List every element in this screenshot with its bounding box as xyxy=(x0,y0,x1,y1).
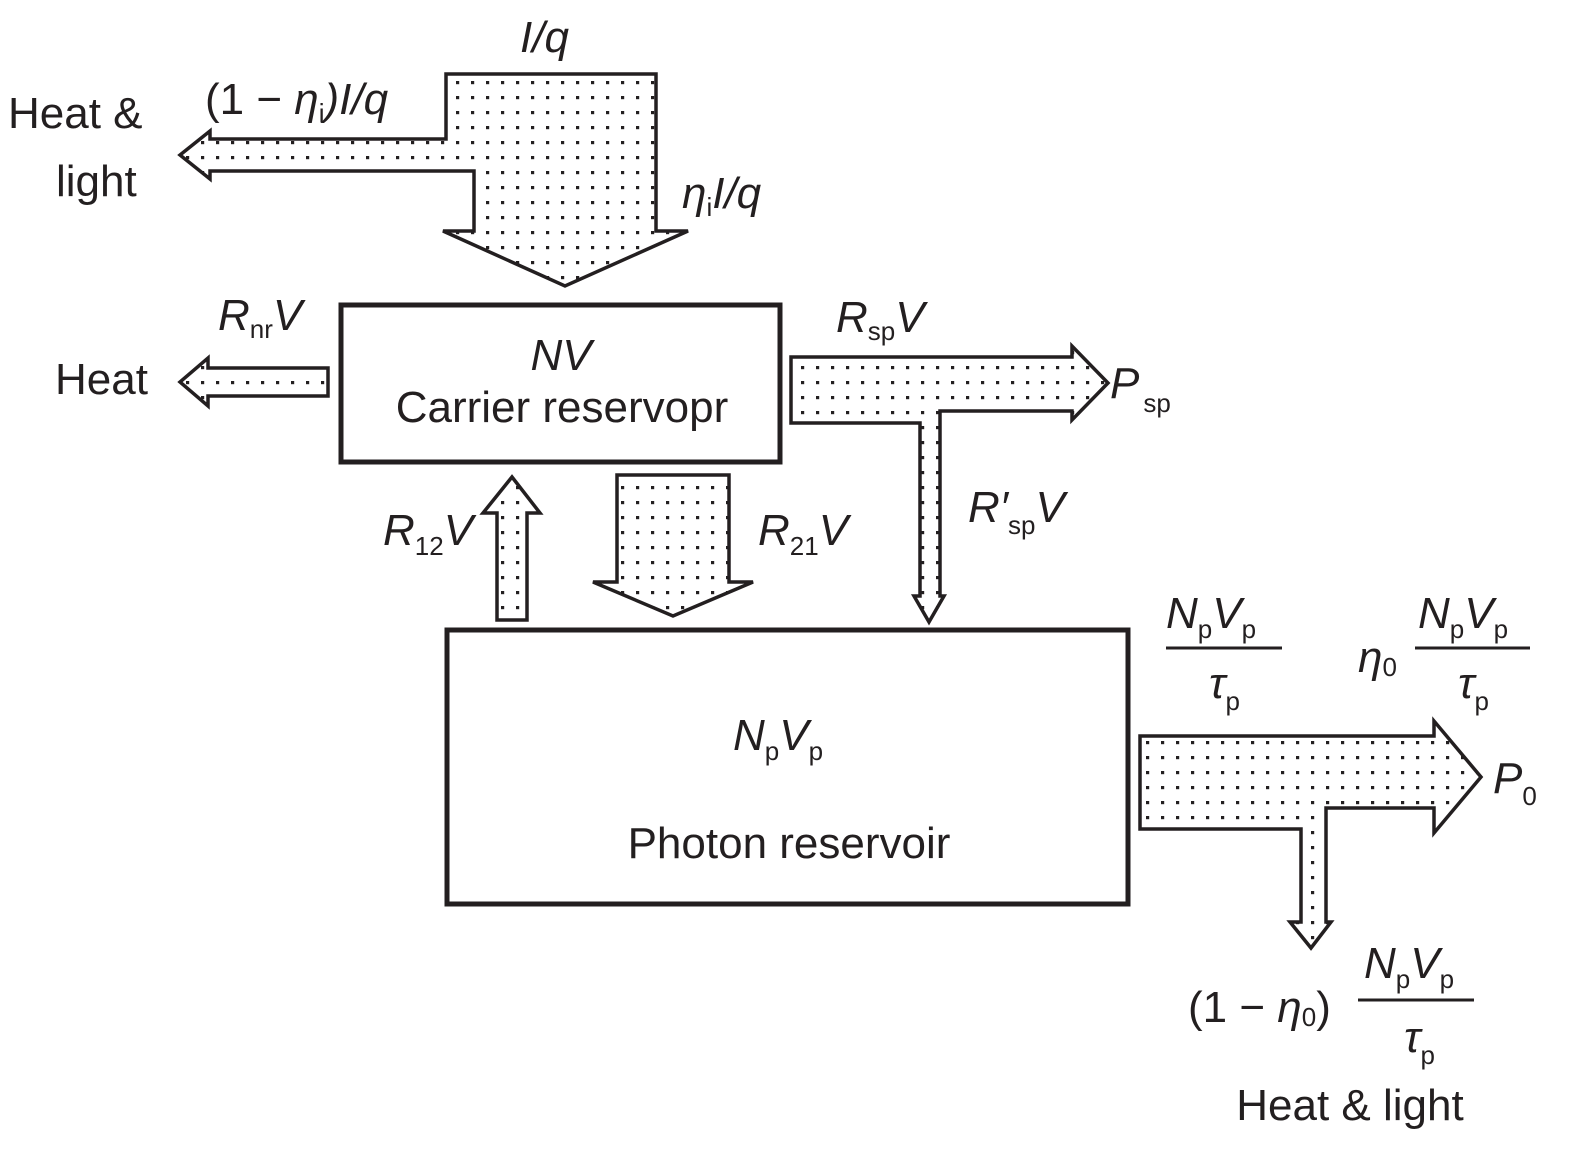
photon-loss-numerator: NpVp xyxy=(1166,589,1256,644)
photon-reservoir-label: Photon reservoir xyxy=(628,819,951,868)
nonradiative-arrow xyxy=(177,354,330,410)
output-numerator: NpVp xyxy=(1418,589,1508,644)
output-arrow xyxy=(1138,716,1484,951)
nonradiative-label: RnrV xyxy=(218,291,306,344)
spontaneous-arrow xyxy=(789,341,1111,626)
injected-label: ηiI/q xyxy=(682,169,762,222)
nonradiative-destination: Heat xyxy=(55,355,148,404)
carrier-reservoir-label: Carrier reservopr xyxy=(396,383,729,432)
stimulated-arrow xyxy=(592,473,754,618)
internal-loss-destination: Heat & light xyxy=(1236,1081,1463,1130)
internal-loss-denominator: τp xyxy=(1404,1013,1435,1070)
photon-loss-denominator: τp xyxy=(1209,659,1240,716)
internal-loss-coefficient: (1 − η0) xyxy=(1188,983,1331,1032)
spontaneous-label: RspV xyxy=(836,293,928,346)
output-destination: P0 xyxy=(1493,754,1537,811)
stimulated-label: R21V xyxy=(758,506,852,561)
injection-arrow xyxy=(177,72,689,288)
absorption-arrow xyxy=(479,474,544,622)
carrier-symbol: NV xyxy=(530,331,595,380)
internal-loss-numerator: NpVp xyxy=(1364,939,1454,994)
absorption-label: R12V xyxy=(383,506,477,561)
photon-symbol: NpVp xyxy=(733,711,823,766)
output-eta: η0 xyxy=(1358,633,1397,682)
carrier-reservoir-box xyxy=(338,302,783,465)
spontaneous-coupled-label: R′spV xyxy=(968,483,1069,540)
photon-reservoir-box xyxy=(444,627,1131,907)
injection-label: I/q xyxy=(520,13,569,62)
leak-destination-line2: light xyxy=(56,157,137,206)
leak-destination-line1: Heat & xyxy=(8,89,143,138)
leak-label: (1 − ηi)I/q xyxy=(205,75,389,128)
output-denominator: τp xyxy=(1458,659,1489,716)
